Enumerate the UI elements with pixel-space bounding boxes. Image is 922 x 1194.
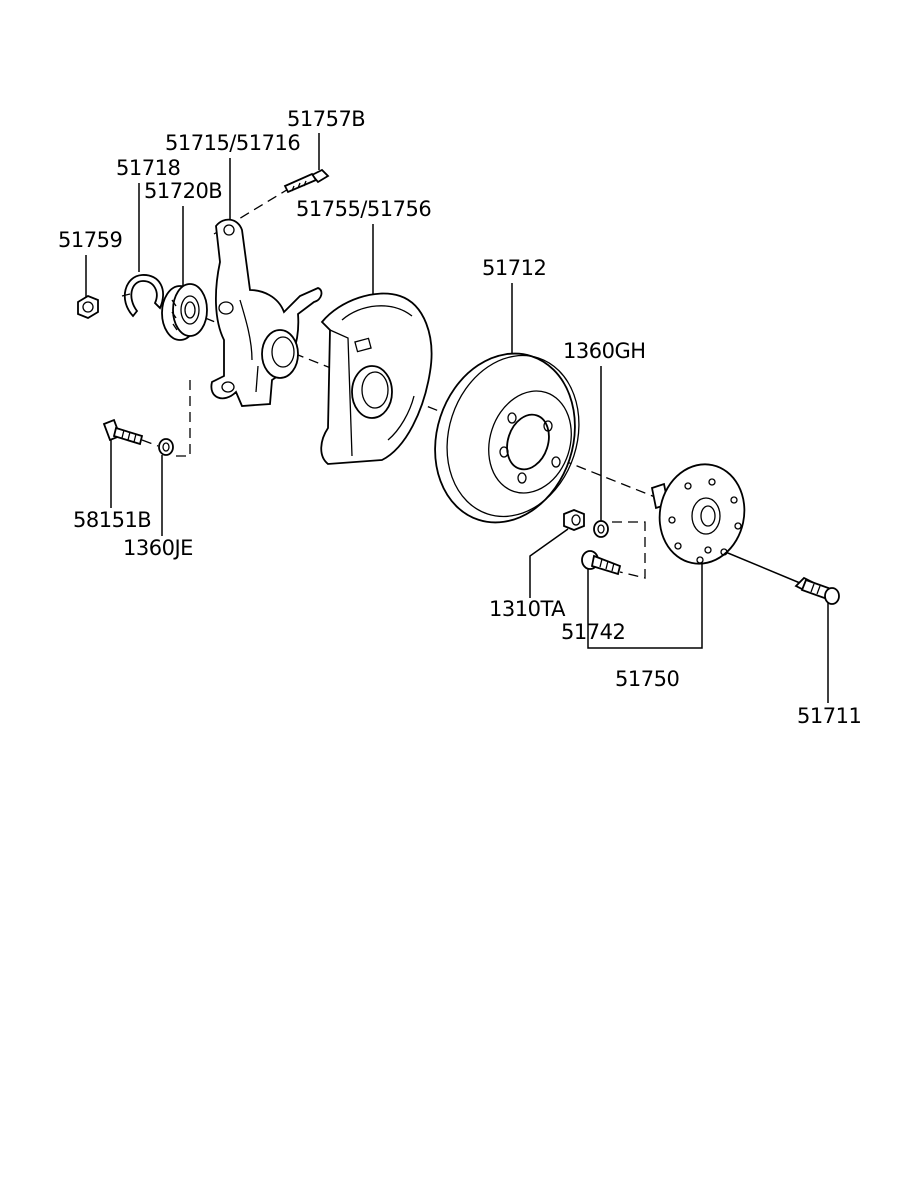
leader-lines	[85, 133, 829, 703]
label-51712: 51712	[482, 256, 546, 280]
label-51750: 51750	[615, 667, 679, 691]
label-51742: 51742	[561, 620, 625, 644]
dust-cover-51755-51756	[320, 292, 433, 465]
label-51718: 51718	[116, 156, 180, 180]
wheel-hub-51750	[650, 463, 746, 565]
washer-1360je	[158, 438, 174, 456]
washer-1360gh	[593, 520, 609, 538]
label-51757b: 51757B	[287, 107, 365, 131]
label-51715-51716: 51715/51716	[165, 131, 300, 155]
bolt-51742	[581, 550, 622, 576]
label-51759: 51759	[58, 228, 122, 252]
label-1360gh: 1360GH	[563, 339, 646, 363]
snap-ring-51718	[121, 274, 164, 318]
label-51711: 51711	[797, 704, 861, 728]
steering-knuckle-51715-51716	[210, 218, 323, 407]
label-51720b: 51720B	[144, 179, 222, 203]
label-58151b: 58151B	[73, 508, 151, 532]
nut-1310ta	[563, 509, 585, 531]
bolt-51711	[794, 576, 840, 605]
brake-disc-51712	[434, 352, 580, 524]
bearing-51720b	[161, 283, 208, 341]
bolt-58151b	[102, 418, 144, 446]
label-1310ta: 1310TA	[489, 597, 566, 621]
label-1360je: 1360JE	[123, 536, 193, 560]
nut-51759	[77, 294, 99, 320]
label-51755-51756: 51755/51756	[296, 197, 431, 221]
bolt-51757b	[283, 168, 330, 194]
